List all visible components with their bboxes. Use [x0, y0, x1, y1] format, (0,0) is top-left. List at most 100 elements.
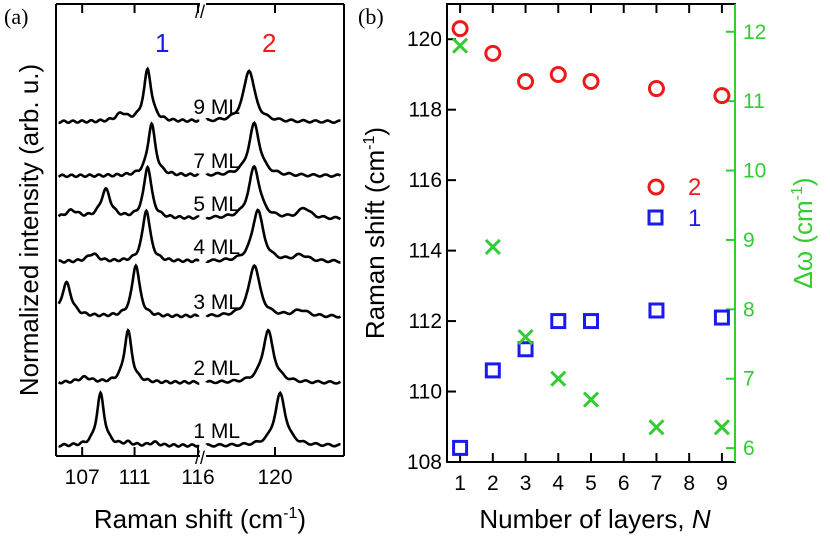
spectrum-layer-label: 1 ML [193, 420, 240, 443]
panel-a-spectra: 9 ML7 ML5 ML4 ML3 ML2 ML1 ML [57, 66, 342, 448]
spectrum-curve [205, 390, 341, 448]
panel-b-x-axis-title-italic: N [692, 504, 711, 534]
panel-b-y-tick-label: 108 [407, 451, 442, 474]
panel-b-y2-tick-label: 8 [743, 298, 755, 321]
panel-b-x-tick-label: 4 [552, 472, 564, 495]
marker-square [452, 439, 469, 456]
marker-circle [713, 87, 731, 105]
panel-b-label: (b) [358, 4, 384, 29]
spectrum-curve [205, 328, 342, 385]
axis-break-bottom: // [195, 448, 205, 468]
panel-b-y2-axis-title-sup: -1 [789, 186, 806, 200]
panel-b-x-tick-label: 3 [520, 472, 532, 495]
panel-b-y-tick-label: 116 [409, 169, 442, 192]
marker-cross-stroke [648, 419, 665, 436]
panel-b-y2-tick-label: 9 [743, 229, 755, 252]
panel-b-y-axis-title: Raman shift (cm-1) [360, 127, 390, 339]
spectrum-curve [57, 121, 200, 179]
spectrum-curve [205, 263, 342, 319]
spectrum-curve [205, 120, 342, 178]
panel-b-x-tick-label: 2 [487, 472, 499, 495]
panel-b-y-tick-label: 120 [407, 28, 442, 51]
marker-circle [582, 73, 600, 91]
panel-b-x-axis-title-main: Number of layers, [479, 504, 691, 534]
panel-b-plot-frame [446, 3, 736, 463]
panel-b-y2-tick-label: 11 [743, 90, 765, 113]
panel-b-x-tick-label: 5 [585, 472, 597, 495]
spectrum-curve [57, 164, 200, 220]
panel-b-x-tick-label: 7 [651, 472, 663, 495]
panel-b-y-tick-label: 118 [409, 99, 442, 122]
marker-cross [648, 419, 665, 436]
panel-b-y-axis-title-sup: -1 [361, 135, 378, 149]
legend-label-1: 1 [688, 205, 701, 232]
panel-b-y-tick-label: 110 [409, 381, 442, 404]
panel-a-x-axis-title-sup: -1 [283, 505, 297, 522]
peak-2-label: 2 [262, 28, 276, 58]
panel-b-x-tick-label: 1 [454, 472, 466, 495]
marker-cross-stroke [484, 238, 501, 255]
panel-b-y2-axis-title-close: ) [788, 177, 818, 186]
marker-cross [452, 37, 469, 54]
marker-cross [713, 419, 730, 436]
spectrum-layer-label: 2 ML [193, 357, 240, 380]
panel-a-label: (a) [4, 4, 28, 29]
panel-b-y-axis-title-main: Raman shift (cm [360, 150, 390, 339]
marker-square [484, 362, 501, 379]
spectrum-curve [57, 263, 200, 319]
marker-cross-stroke [550, 370, 567, 387]
marker-cross [550, 370, 567, 387]
panel-a-ticks: 107 111 116 120 [65, 4, 293, 489]
marker-cross [484, 238, 501, 255]
marker-circle [451, 20, 469, 38]
spectrum-curve [57, 328, 200, 386]
marker-square [648, 302, 665, 319]
panel-a-x-axis-title-close: ) [297, 504, 306, 534]
panel-b-y-tick-label: 112 [409, 310, 442, 333]
panel-a-y-axis-title: Normalized intensity (arb. u.) [14, 64, 44, 396]
panel-b-y2-tick-label: 12 [743, 21, 766, 44]
panel-b-x-tick-label: 9 [716, 472, 728, 495]
panel-a-x-tick-label: 116 [181, 466, 214, 489]
panel-b-y-tick-label: 114 [409, 240, 443, 263]
panel-a-x-tick-label: 120 [257, 466, 292, 489]
spectrum-curve [58, 208, 200, 264]
spectrum-layer-label: 5 ML [193, 193, 240, 216]
marker-cross [517, 329, 534, 346]
axis-break-top: // [195, 2, 205, 22]
legend-marker-1 [647, 209, 664, 226]
spectrum-curve [205, 164, 342, 221]
marker-circle [517, 73, 535, 91]
panel-a-x-tick-label: 111 [119, 466, 151, 489]
panel-b-y2-axis-title: Δω (cm-1) [788, 177, 818, 288]
panel-b-y2-tick-label: 7 [743, 368, 755, 391]
panel-b-x-axis-title: Number of layers, N [479, 504, 710, 534]
marker-square [713, 309, 730, 326]
panel-b-y2-axis-title-main: Δω (cm [788, 200, 818, 288]
panel-b-y-axis-title-close: ) [360, 127, 390, 136]
panel-b-x-tick-label: 6 [618, 472, 630, 495]
legend-marker-2 [647, 178, 665, 196]
spectrum-curve [205, 208, 341, 264]
spectrum-layer-label: 3 ML [193, 291, 240, 314]
panel-b-y2-tick-label: 6 [743, 437, 755, 460]
panel-b-markers [451, 20, 731, 456]
spectrum-curve [58, 390, 200, 448]
marker-square [517, 341, 534, 358]
panel-a-x-tick-label: 107 [65, 466, 100, 489]
panel-b-x-tick-label: 8 [683, 472, 695, 495]
marker-cross [582, 391, 600, 408]
spectrum-layer-label: 7 ML [193, 150, 240, 173]
spectrum-curve [205, 69, 341, 125]
panel-b-y2-tick-label: 10 [743, 160, 766, 183]
panel-b-legend: 2 1 [647, 174, 701, 232]
marker-cross-stroke [582, 391, 600, 408]
marker-circle [484, 44, 502, 62]
marker-circle [647, 80, 665, 98]
spectrum-layer-label: 4 ML [193, 236, 240, 259]
legend-label-2: 2 [688, 174, 701, 201]
